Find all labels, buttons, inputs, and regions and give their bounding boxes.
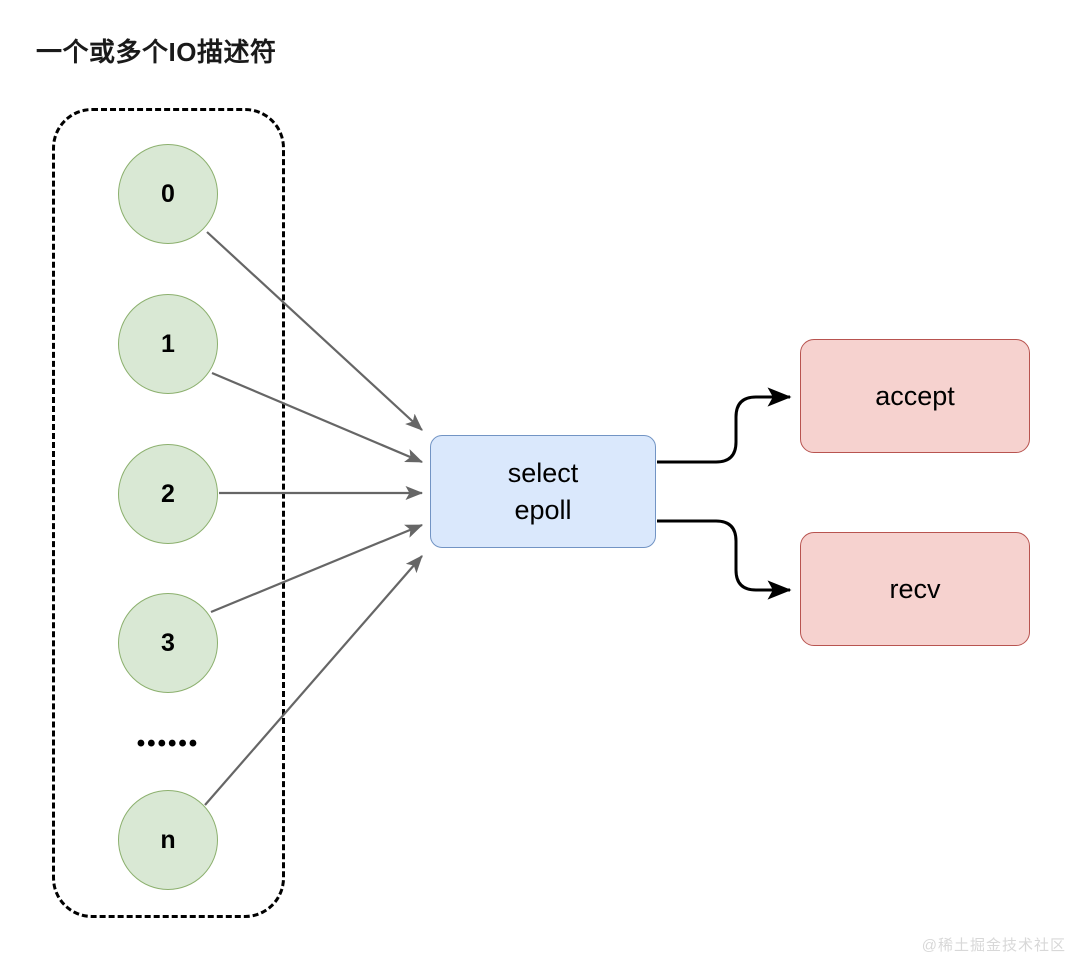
epoll-label: epoll — [514, 494, 572, 525]
fd-circle-1-label: 1 — [161, 329, 175, 358]
fd-circle-1[interactable]: 1 — [118, 294, 218, 394]
fd-circle-2-label: 2 — [161, 479, 175, 508]
select-label: select — [507, 458, 579, 489]
recv-box[interactable]: recv — [800, 532, 1030, 646]
fd-circle-n[interactable]: n — [118, 790, 218, 890]
fd-circle-n-label: n — [160, 825, 176, 854]
io-descriptor-group — [52, 108, 285, 918]
recv-label: recv — [889, 573, 941, 604]
select-epoll-label: select epoll — [508, 455, 579, 528]
fd-circle-2[interactable]: 2 — [118, 444, 218, 544]
watermark: @稀土掘金技术社区 — [921, 937, 1066, 954]
fd-circle-3[interactable]: 3 — [118, 593, 218, 693]
page-title: 一个或多个IO描述符 — [36, 37, 277, 67]
accept-box[interactable]: accept — [800, 339, 1030, 453]
fd-circle-0-label: 0 — [161, 179, 175, 208]
edge-select-to-recv — [657, 519, 792, 600]
select-epoll-box[interactable]: select epoll — [430, 435, 656, 548]
ellipsis-separator: •••••• — [136, 730, 200, 757]
fd-circle-3-label: 3 — [161, 628, 175, 657]
edge-select-to-accept — [657, 387, 792, 464]
accept-label: accept — [875, 380, 955, 411]
fd-circle-0[interactable]: 0 — [118, 144, 218, 244]
